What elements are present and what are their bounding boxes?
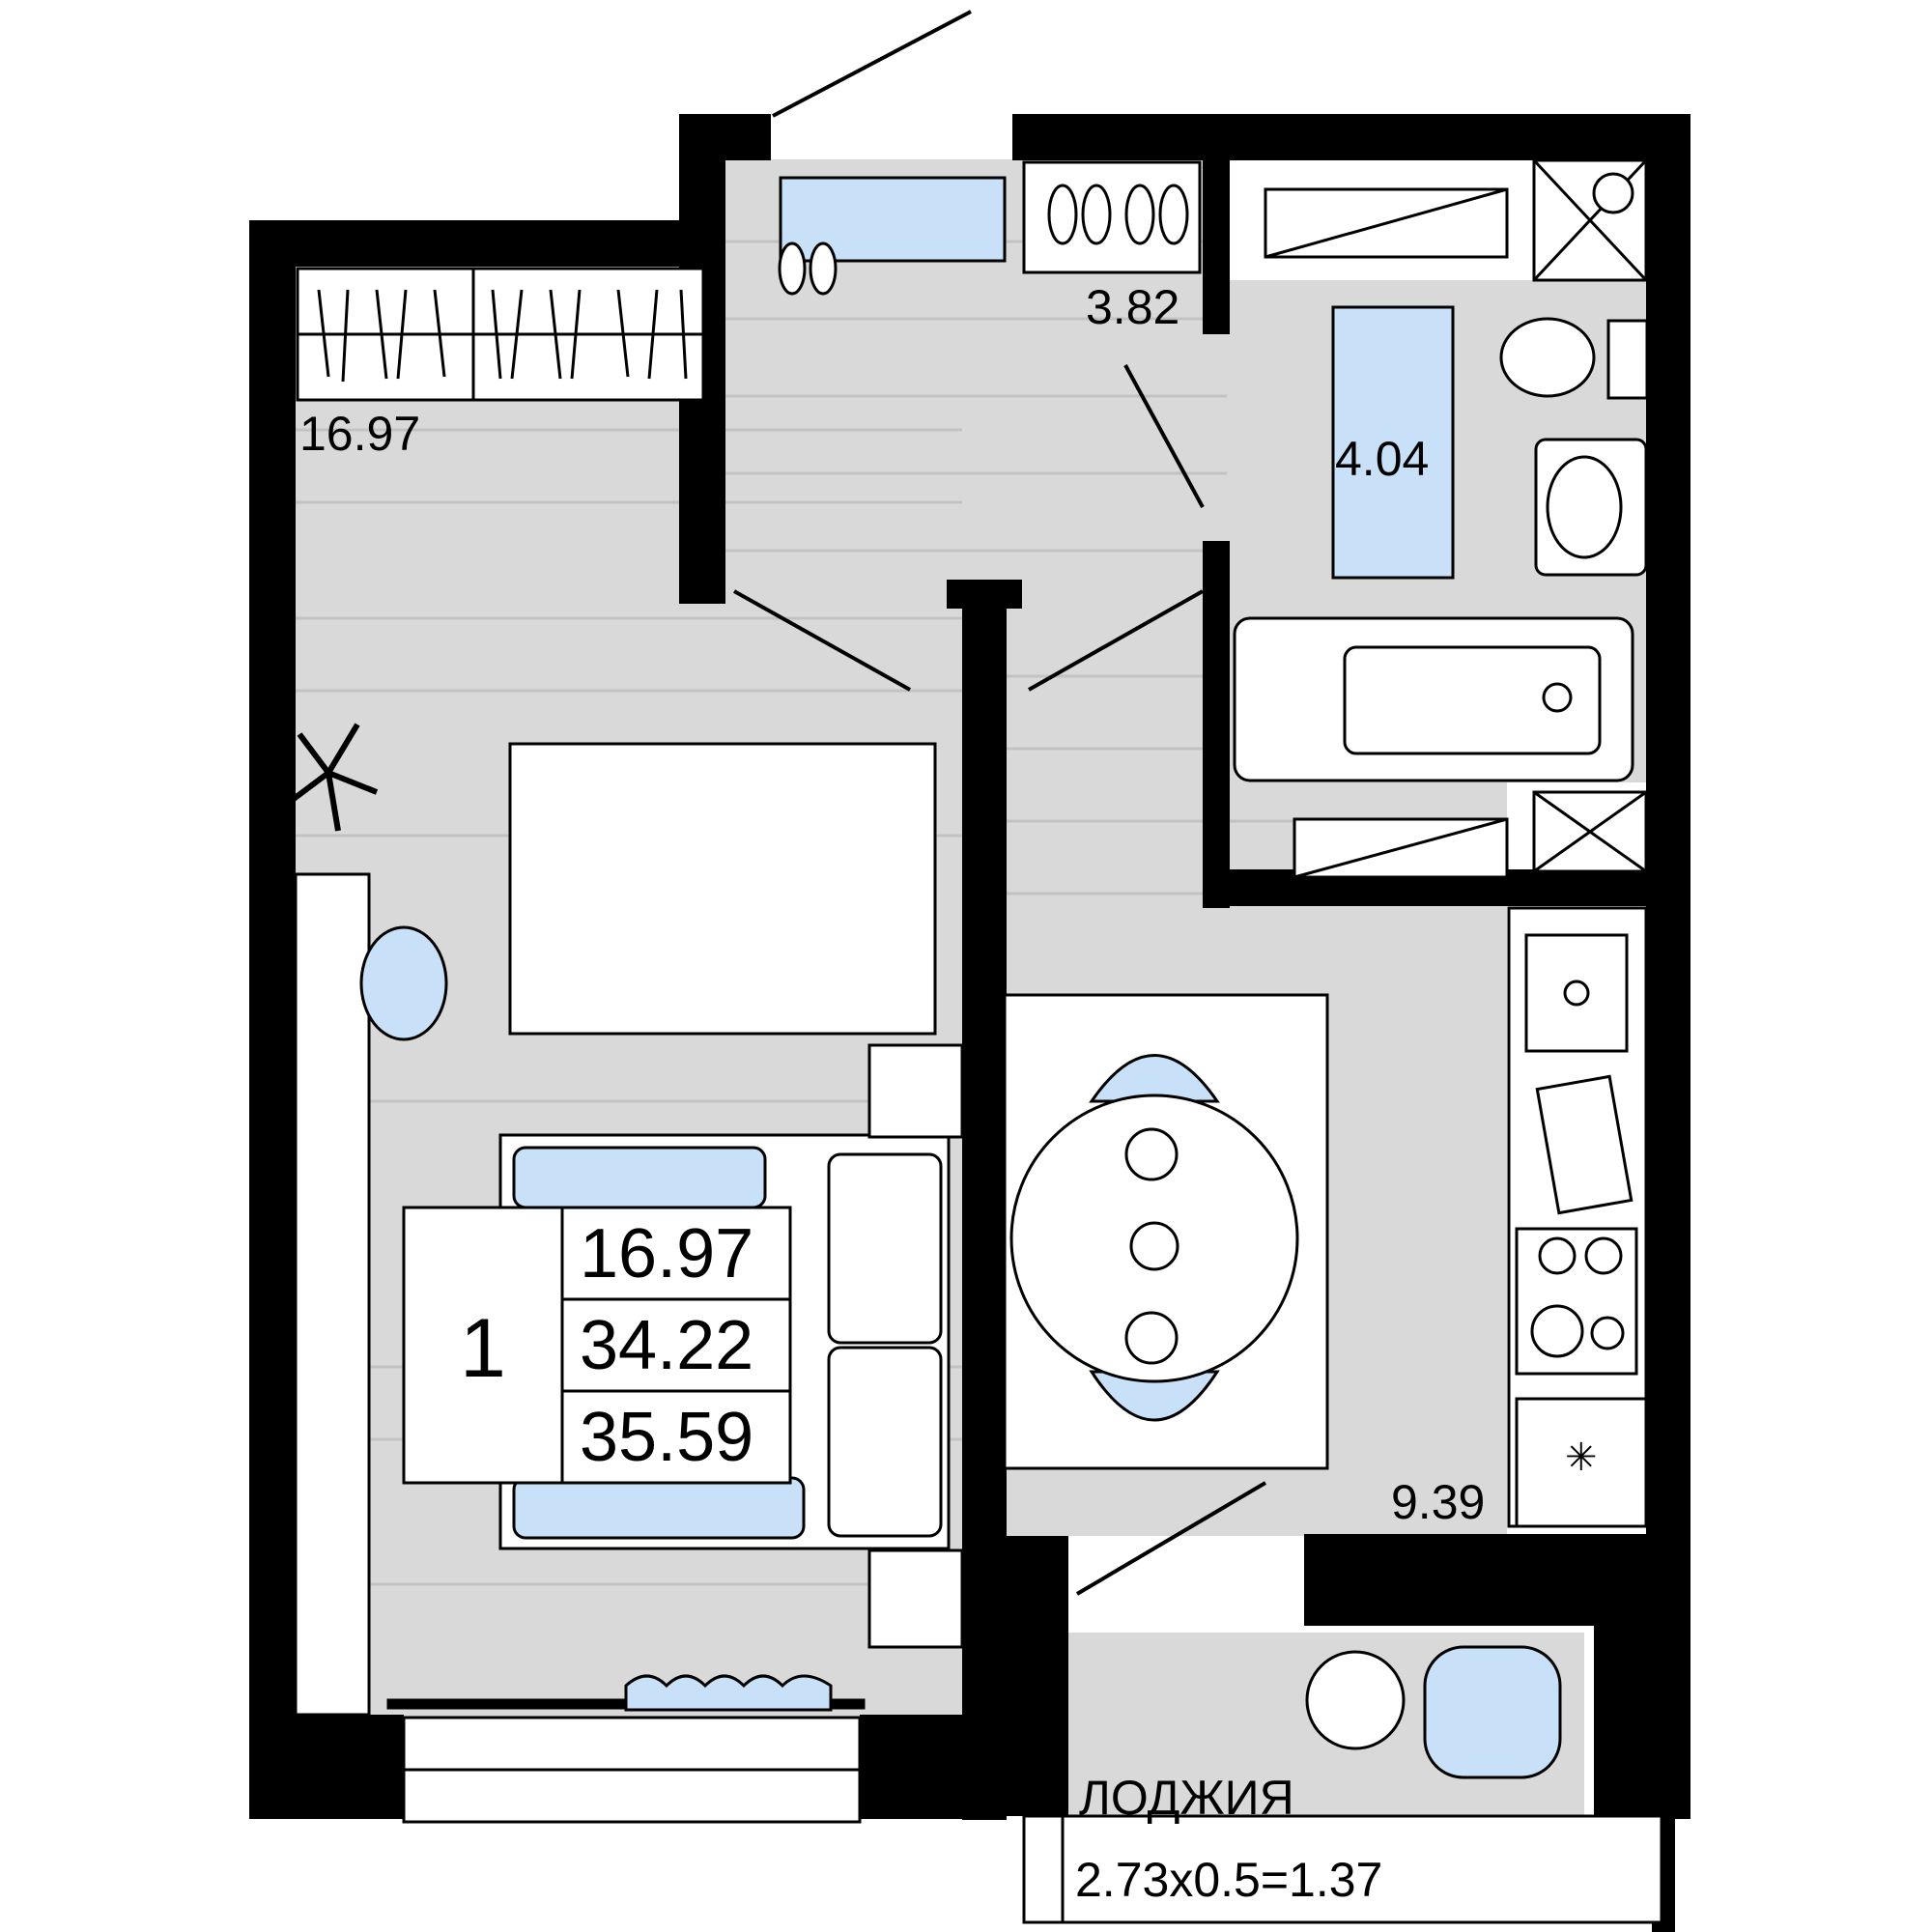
pillow-top [827,1152,943,1345]
door-entrance [772,10,972,118]
plant [288,723,379,832]
door-bathroom [1123,364,1205,508]
blanket-bottom [512,1476,806,1540]
doors [733,10,1267,1596]
wall-partition-cap [947,580,1022,609]
door-loggia [1075,1481,1267,1596]
loggia-formula: 2.73х0.5=1.37 [1075,1853,1382,1907]
wall-loggia-right [1594,1623,1690,1816]
pouf [359,925,448,1041]
summary-total-area: 34.22 [580,1307,753,1384]
dining [1003,993,1329,1470]
window-loggia [1022,1814,1663,1924]
nightstand-top [867,1043,964,1139]
kitchen-units: ✳ [1507,906,1648,1528]
desk [294,872,371,1717]
door-living [733,589,911,692]
kitchen-area: 9.39 [1391,1475,1485,1529]
bathroom-area: 4.04 [1335,432,1429,486]
curtain [624,1674,833,1712]
wall-loggia-left [1005,1536,1068,1816]
wall-left [249,220,296,1819]
hall-furniture [778,160,1202,296]
svg-text:✳: ✳ [1565,1436,1598,1479]
summary-block [402,1206,792,1485]
loggia-title: ЛОДЖИЯ [1079,1771,1294,1825]
bath-mat [1331,305,1455,580]
rooms-count: 1 [460,1302,506,1395]
living-room-area: 16.97 [299,407,420,461]
wall-top-hall-left [679,114,771,160]
bathroom-fixtures [1233,158,1649,879]
cutting-board [1535,1074,1634,1215]
chair-top [1089,1054,1220,1103]
wall-kitchen-loggia [1304,1534,1690,1626]
wall-partition [962,593,1007,1820]
loggia-armchair [1423,1645,1562,1779]
loggia-furniture [1305,1645,1562,1779]
walls [249,114,1690,1932]
living-rug [508,742,937,1036]
summary-living-area: 16.97 [580,1215,753,1293]
summary-total-with-loggia: 35.59 [580,1399,753,1476]
pillow-bottom [827,1346,943,1538]
chair-bottom [1089,1370,1220,1422]
blanket-top [512,1146,767,1209]
wall-bath-left [1203,541,1230,908]
wall-top-right [1012,114,1690,160]
summary-box [402,1206,792,1485]
fridge [1515,1397,1648,1528]
door-kitchen [1028,589,1204,692]
wall-bottom-left [249,1715,404,1819]
hall-area: 3.82 [1086,280,1179,334]
wall-bath-left-top [1203,160,1230,334]
wall-bottom-mid [860,1715,1007,1819]
window-loggia-side [1022,1814,1065,1924]
nightstand-bottom [867,1548,964,1649]
wall-top-left [249,220,703,267]
loggia-table [1305,1650,1406,1750]
toilet [1499,317,1596,398]
hob [1515,1227,1638,1376]
wardrobe [296,267,705,402]
windows [402,1716,1663,1924]
living-furniture [288,723,964,1717]
